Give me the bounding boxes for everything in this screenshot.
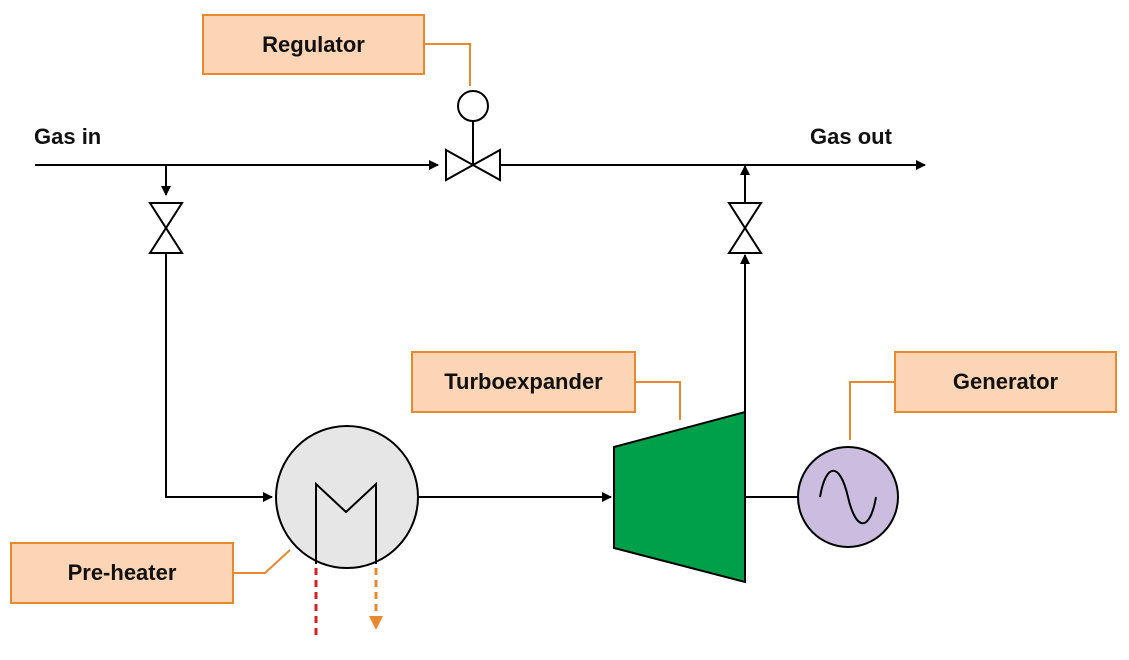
outlet-isolation-valve bbox=[727, 202, 763, 254]
regulator-label: Regulator bbox=[202, 14, 425, 75]
regulator-leader bbox=[425, 43, 471, 86]
generator-symbol bbox=[797, 446, 899, 548]
preheater-feed-line bbox=[165, 253, 273, 502]
turboexpander-leader bbox=[636, 381, 681, 420]
gas-out-label: Gas out bbox=[810, 124, 892, 149]
generator-label: Generator bbox=[894, 351, 1117, 413]
regulator-valve bbox=[445, 90, 501, 182]
inlet-isolation-valve bbox=[148, 202, 184, 254]
pre-heater-label: Pre-heater bbox=[10, 542, 234, 604]
preheater-leader bbox=[234, 549, 291, 574]
turboexpander-symbol bbox=[613, 410, 746, 584]
gas-in-label: Gas in bbox=[34, 124, 102, 149]
preheater-symbol bbox=[275, 425, 419, 569]
turboexpander-label: Turboexpander bbox=[411, 351, 636, 413]
generator-leader bbox=[849, 381, 894, 440]
